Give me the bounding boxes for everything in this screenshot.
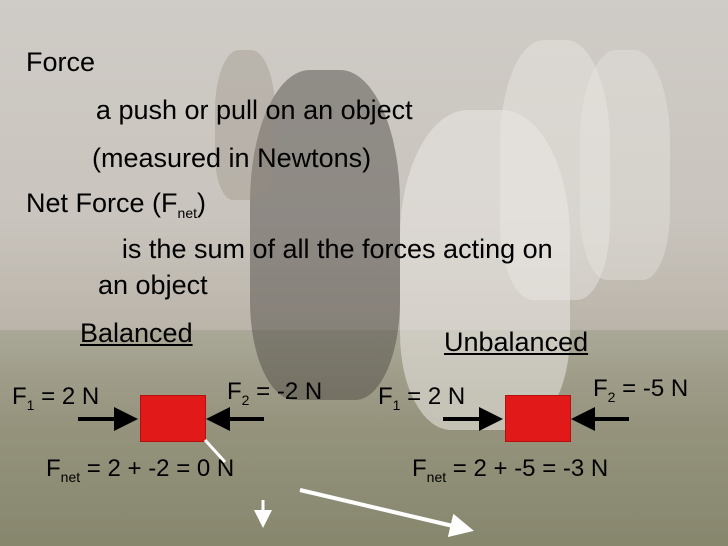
force-definition-line2: (measured in Newtons) (92, 143, 372, 173)
net-force-heading: Net Force (Fnet) (26, 188, 206, 221)
net-force-definition-text: is the sum of all the forces acting on (121, 234, 553, 264)
net-force-definition-line1:  is the sum of all the forces acting on (98, 234, 553, 265)
net-force-definition-line2: an object (98, 270, 208, 300)
unbalanced-label: Unbalanced (444, 327, 589, 357)
player-silhouette-white-1 (400, 110, 570, 430)
photo-white-line (203, 438, 227, 464)
player-silhouette-white-3 (580, 50, 670, 280)
player-silhouette-dark (250, 70, 400, 400)
net-force-heading-sub: net (177, 205, 197, 221)
unbalanced-net-force-equation: Fnet = 2 + -5 = -3 N (412, 455, 609, 485)
force-definition-line1:  a push or pull on an object (62, 95, 413, 126)
balanced-object-box (140, 395, 206, 442)
balanced-f2-label: F2 = -2 N (227, 378, 323, 408)
balanced-label: Balanced (80, 318, 193, 348)
force-heading: Force (26, 47, 96, 77)
net-force-heading-close: ) (197, 188, 206, 218)
player-silhouette-white-2 (500, 40, 610, 300)
grass-field (0, 330, 728, 546)
balanced-f1-label: F1 = 2 N (12, 383, 100, 413)
player-silhouette-back (215, 50, 275, 200)
force-definition-text: a push or pull on an object (95, 95, 413, 125)
bullet-mark:  (62, 100, 77, 120)
photo-white-arrow-diagonal (299, 488, 474, 538)
unbalanced-f2-label: F2 = -5 N (593, 375, 689, 405)
bullet-mark:  (98, 239, 113, 259)
unbalanced-object-box (505, 395, 571, 442)
balanced-net-force-equation: Fnet = 2 + -2 = 0 N (46, 455, 235, 485)
net-force-heading-main: Net Force (F (26, 188, 178, 218)
unbalanced-f1-label: F1 = 2 N (378, 383, 466, 413)
